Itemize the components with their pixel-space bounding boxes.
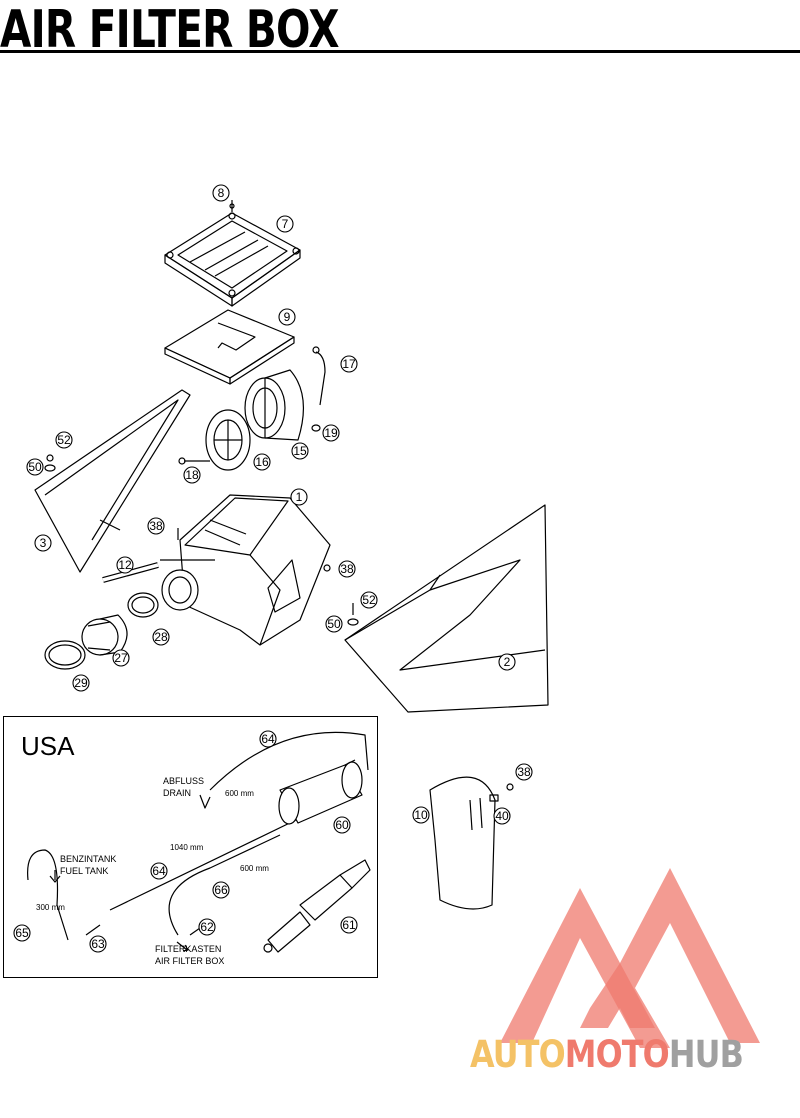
watermark-text: AUTOMOTOHUB [470, 1033, 744, 1076]
callout-50: 50 [28, 460, 42, 474]
side-panel-right [344, 504, 549, 713]
callout-7: 7 [282, 217, 289, 231]
hose-66-part [168, 834, 281, 936]
callout-65: 65 [15, 926, 29, 940]
callout-9: 9 [284, 310, 291, 324]
length-600-b: 600 mm [240, 864, 269, 873]
filter-cage-part [178, 409, 251, 471]
long-hose-part [109, 817, 301, 911]
callout-18: 18 [185, 468, 199, 482]
mud-flap-part [429, 776, 514, 910]
valve-part [263, 859, 371, 953]
callout-52b: 52 [362, 593, 376, 607]
callout-19: 19 [324, 426, 338, 440]
canister-part [278, 759, 363, 825]
fuel-tank-label-2: FUEL TANK [60, 866, 108, 876]
usa-label: USA [21, 731, 75, 761]
callout-17: 17 [342, 357, 356, 371]
callout-16: 16 [255, 455, 269, 469]
callout-2: 2 [504, 655, 511, 669]
usa-labels: ABFLUSS DRAIN BENZINTANK FUEL TANK FILTE… [36, 776, 269, 966]
callout-38b: 38 [340, 562, 354, 576]
callout-64b: 64 [152, 864, 166, 878]
title-rule [0, 50, 800, 53]
callout-63: 63 [91, 937, 105, 951]
air-filter-box-part [160, 494, 331, 646]
callout-circles [13, 184, 533, 953]
callout-12: 12 [118, 558, 132, 572]
callout-15: 15 [293, 444, 307, 458]
callout-numbers: 8 7 9 17 52 50 19 15 16 18 1 3 38 12 38 … [15, 186, 531, 951]
callout-64: 64 [261, 732, 275, 746]
air-filter-box-label-1: FILTERKASTEN [155, 944, 221, 954]
watermark-triangle [500, 868, 760, 1048]
fuel-tank-label-1: BENZINTANK [60, 854, 116, 864]
air-filter-box-label-2: AIR FILTER BOX [155, 956, 224, 966]
callout-29: 29 [74, 676, 88, 690]
callout-50b: 50 [327, 617, 341, 631]
callout-52: 52 [57, 433, 71, 447]
length-600-a: 600 mm [225, 789, 254, 798]
callout-1: 1 [296, 490, 303, 504]
page-title: AIR FILTER BOX [0, 0, 340, 60]
usa-panel [3, 716, 378, 978]
callout-38c: 38 [517, 765, 531, 779]
callout-28: 28 [154, 630, 168, 644]
callout-38: 38 [149, 519, 163, 533]
length-1040: 1040 mm [170, 843, 204, 852]
hose-65-part [27, 849, 69, 941]
callout-27: 27 [114, 651, 128, 665]
watermark-moto: MOTO [564, 1033, 670, 1076]
length-300: 300 mm [36, 903, 65, 912]
callout-3: 3 [40, 536, 47, 550]
callout-66: 66 [214, 883, 228, 897]
callout-10: 10 [414, 808, 428, 822]
drain-hose-part [209, 731, 369, 791]
watermark-logo [500, 868, 760, 1048]
callout-61: 61 [342, 918, 356, 932]
watermark-auto: AUTO [470, 1033, 566, 1076]
drain-label-2: DRAIN [163, 788, 191, 798]
callout-60: 60 [335, 818, 349, 832]
side-panel-left [34, 389, 191, 573]
callout-8: 8 [218, 186, 225, 200]
lid-part [164, 212, 301, 307]
drain-label-1: ABFLUSS [163, 776, 204, 786]
watermark-hub: HUB [668, 1033, 744, 1076]
callout-62: 62 [200, 920, 214, 934]
callout-40: 40 [495, 809, 509, 823]
air-filter-part [244, 369, 304, 441]
gasket-part [164, 309, 295, 385]
